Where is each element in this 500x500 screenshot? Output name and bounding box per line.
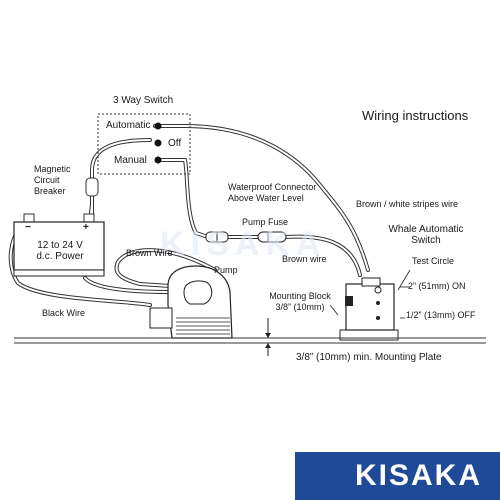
breaker-label: Magnetic Circuit Breaker [34,164,71,197]
diagram-title: Wiring instructions [362,108,469,123]
mounting-block-label-line-1: Mounting Block [269,291,331,301]
switch-position-automatic: Automatic [106,120,151,131]
switch-label: 3 Way Switch [113,95,174,106]
on-level-label: 2” (51mm) ON [408,281,466,291]
whale-switch-label-line-2: Switch [411,235,441,246]
whale-automatic-switch [339,269,411,341]
connector-label-line-2: Above Water Level [228,193,304,203]
breaker-label-line-3: Breaker [34,186,66,196]
test-circle-label: Test Circle [412,256,455,266]
switch-terminal-off [154,139,162,147]
brand-name: KISAKA [355,459,483,492]
battery-label: 12 to 24 V d.c. Power [22,240,98,262]
battery-label-line-1: 12 to 24 V [37,240,83,251]
connector-label-line-1: Waterproof Connector [228,182,317,192]
brown-wire-left-label: Brown Wire [126,248,173,258]
pump-fuse [257,231,287,243]
switch-box [97,113,191,175]
bilge-pump [149,265,233,339]
off-level-label: 1/2” (13mm) OFF [406,310,476,320]
wiring [8,124,370,307]
connector-label: Waterproof Connector Above Water Level [228,182,316,204]
test-circle-marker [374,286,382,294]
whale-switch-label-line-1: Whale Automatic [388,224,464,235]
circuit-breaker [85,177,99,197]
waterproof-connector [205,231,229,243]
mounting-block-label-line-2: 3/8” (10mm) [275,302,325,312]
black-wire-label: Black Wire [42,308,86,318]
switch-terminal-manual [154,156,162,164]
breaker-label-line-1: Magnetic [34,164,71,174]
stripes-wire-label: Brown / white stripes wire [356,199,459,209]
battery-label-line-2: d.c. Power [36,251,84,262]
breaker-label-line-2: Circuit [34,175,60,185]
switch-position-off: Off [168,138,182,149]
pump-fuse-label: Pump Fuse [242,217,289,227]
mounting-plate [14,318,486,356]
switch-terminal-automatic [154,122,162,130]
switch-position-manual: Manual [114,155,147,166]
pump-label: Pump [214,265,238,275]
watermark-text: KISAKA [160,225,327,263]
three-way-switch [97,113,191,175]
mounting-block-label: Mounting Block 3/8” (10mm) [264,291,336,313]
leader-lines [329,286,410,319]
battery-terminal-positive: + [83,222,89,233]
battery-terminal-negative: − [25,222,31,233]
whale-switch-label: Whale Automatic Switch [378,224,474,246]
brown-wire-right-label: Brown wire [282,254,327,264]
mounting-plate-label: 3/8” (10mm) min. Mounting Plate [296,352,442,363]
battery [13,213,105,277]
brand-bar [295,452,500,500]
